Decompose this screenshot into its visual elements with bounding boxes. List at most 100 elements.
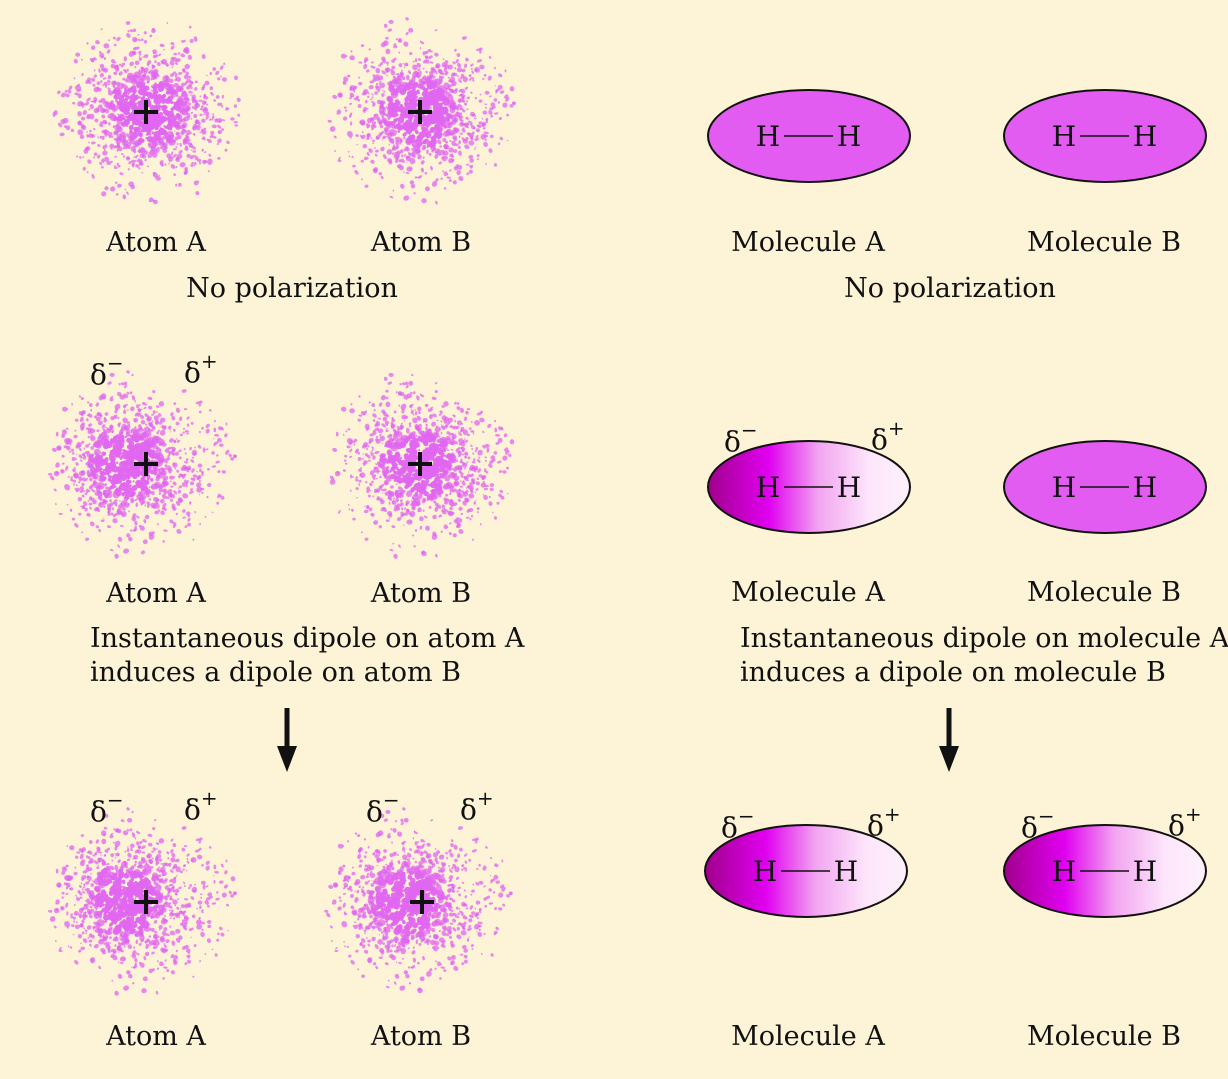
electron-speck <box>412 391 416 395</box>
electron-speck <box>449 522 452 525</box>
electron-speck <box>164 944 167 949</box>
electron-speck <box>135 502 139 508</box>
electron-speck <box>99 135 103 139</box>
electron-speck <box>86 171 89 174</box>
electron-speck <box>392 497 395 500</box>
electron-speck <box>201 426 204 430</box>
electron-speck <box>78 395 82 398</box>
electron-speck <box>189 81 194 85</box>
electron-speck <box>432 514 437 520</box>
electron-speck <box>466 408 471 411</box>
electron-speck <box>465 116 469 120</box>
electron-speck <box>169 480 172 483</box>
electron-speck <box>134 94 139 101</box>
electron-speck <box>382 139 384 141</box>
electron-speck <box>96 429 100 433</box>
electron-speck <box>478 456 481 459</box>
electron-speck <box>152 84 156 87</box>
electron-speck <box>379 475 382 479</box>
electron-speck <box>225 422 228 426</box>
electron-speck <box>70 128 75 133</box>
electron-speck <box>107 87 110 89</box>
electron-speck <box>425 423 428 427</box>
electron-speck <box>78 512 82 516</box>
electron-speck <box>85 932 88 935</box>
electron-speck <box>79 416 84 423</box>
electron-speck <box>204 151 207 154</box>
electron-speck <box>485 106 487 109</box>
electron-speck <box>497 101 501 104</box>
electron-speck <box>159 429 166 436</box>
electron-speck <box>116 183 122 188</box>
electron-speck <box>152 49 158 55</box>
electron-speck <box>435 72 438 75</box>
electron-speck <box>198 479 201 483</box>
electron-speck <box>493 112 499 115</box>
electron-speck <box>217 156 221 160</box>
electron-speck <box>113 841 115 844</box>
electron-speck <box>351 508 354 512</box>
electron-speck <box>96 81 101 86</box>
electron-speck <box>222 119 226 122</box>
electron-speck <box>194 80 198 84</box>
electron-speck <box>57 90 61 95</box>
electron-speck <box>462 76 468 83</box>
electron-speck <box>187 517 191 522</box>
electron-speck <box>422 509 425 512</box>
electron-speck <box>81 888 84 891</box>
electron-speck <box>147 396 153 400</box>
electron-speck <box>422 67 425 70</box>
electron-speck <box>197 463 203 468</box>
electron-speck <box>385 428 388 430</box>
electron-speck <box>73 483 75 487</box>
electron-speck <box>189 154 195 160</box>
electron-speck <box>181 118 186 123</box>
electron-speck <box>116 36 121 42</box>
electron-speck <box>371 449 374 452</box>
electron-speck <box>374 153 378 157</box>
electron-speck <box>176 906 180 910</box>
electron-speck <box>468 493 475 499</box>
electron-speck <box>201 137 204 140</box>
electron-speck <box>389 548 394 552</box>
electron-speck <box>141 550 145 555</box>
electron-speck <box>130 848 134 852</box>
electron-speck <box>416 395 420 401</box>
electron-speck <box>86 134 89 138</box>
electron-speck <box>217 102 223 107</box>
electron-speck <box>178 449 182 453</box>
electron-speck <box>162 540 165 543</box>
electron-speck <box>182 431 185 434</box>
electron-cloud-atom-a-row1 <box>52 21 241 205</box>
electron-speck <box>398 63 403 68</box>
electron-speck <box>187 54 192 60</box>
electron-speck <box>198 161 202 165</box>
electron-speck <box>200 880 206 885</box>
electron-speck <box>95 40 100 45</box>
electron-speck <box>494 419 496 423</box>
electron-speck <box>186 416 190 420</box>
electron-speck <box>185 458 189 462</box>
electron-speck <box>403 171 405 174</box>
electron-speck <box>370 137 373 140</box>
electron-speck <box>166 64 169 67</box>
electron-speck <box>388 143 390 146</box>
electron-speck <box>127 817 133 823</box>
electron-speck <box>92 929 94 931</box>
electron-speck <box>100 80 103 83</box>
electron-speck <box>72 101 76 105</box>
electron-speck <box>89 129 92 133</box>
electron-speck <box>360 44 365 48</box>
electron-speck <box>88 141 90 144</box>
electron-speck <box>464 63 468 69</box>
electron-speck <box>209 71 212 76</box>
electron-speck <box>119 172 124 176</box>
electron-speck <box>358 81 363 86</box>
electron-speck <box>82 886 85 889</box>
electron-speck <box>111 507 114 511</box>
electron-speck <box>81 156 85 158</box>
electron-speck <box>121 64 124 68</box>
electron-speck <box>147 153 153 159</box>
electron-speck <box>434 29 438 32</box>
electron-speck <box>193 944 197 948</box>
